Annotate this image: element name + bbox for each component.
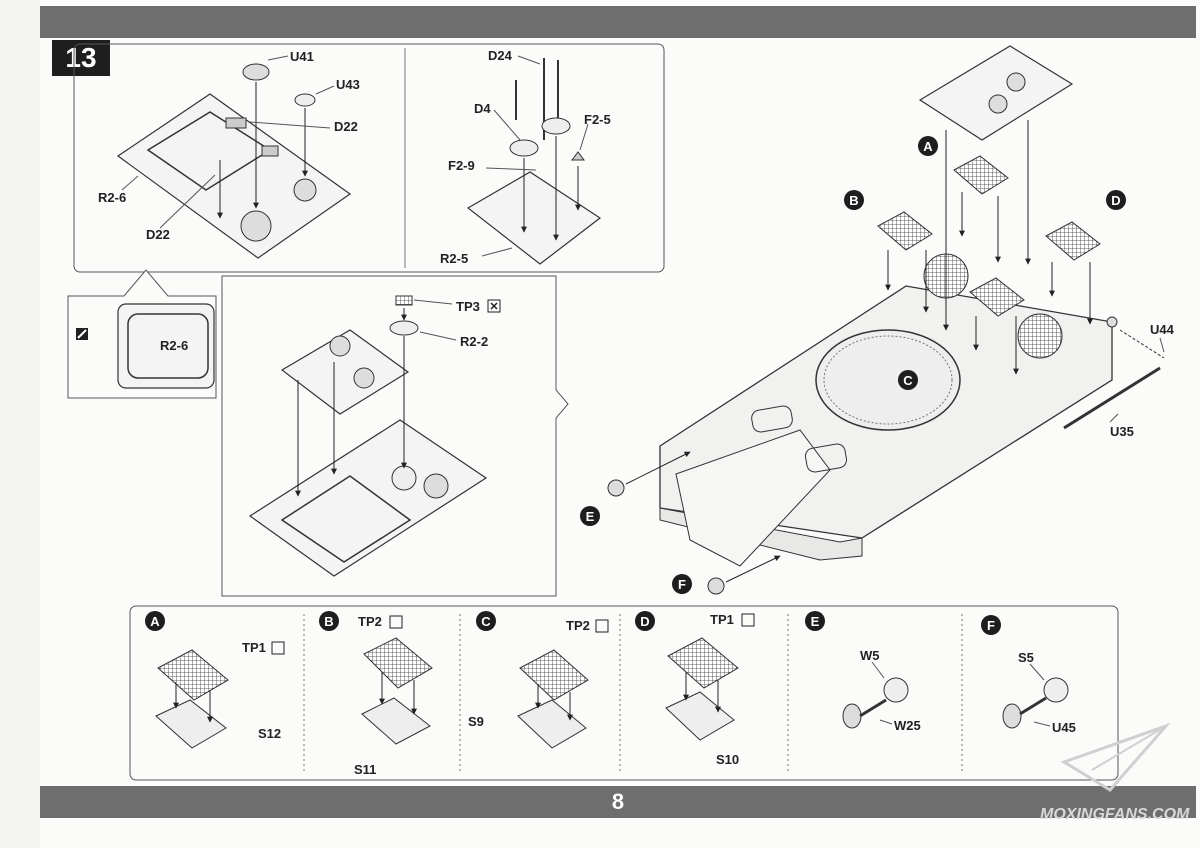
label-d24: D24 [488, 48, 513, 63]
detail-inset: R2-6 [67, 269, 217, 399]
top-header-bar [40, 6, 1196, 38]
mesh-tp1-d [667, 637, 739, 689]
label-s9: S9 [468, 714, 484, 729]
svg-text:D: D [640, 614, 649, 629]
hatch-plate [466, 171, 602, 265]
turret-ring [815, 329, 961, 431]
part-u35 [1063, 366, 1161, 430]
label-u45: U45 [1052, 720, 1076, 735]
watermark-text: MOXINGFANS.COM [1040, 806, 1190, 823]
label-u41: U41 [290, 49, 314, 64]
panel-top-mid: D24 D4 F2-5 F2-9 R2-5 [440, 48, 611, 266]
label-w25: W25 [894, 718, 921, 733]
label-r2-2: R2-2 [460, 334, 488, 349]
frame-s12 [155, 699, 227, 749]
sub-assembly-strip [129, 605, 1119, 781]
lower-hull-plate [248, 419, 488, 577]
label-tp3: TP3 [456, 299, 480, 314]
svg-text:E: E [811, 614, 820, 629]
part-u41 [242, 63, 270, 81]
engine-deck-top [918, 45, 1074, 141]
svg-text:C: C [903, 373, 913, 388]
part-f2-5 [571, 151, 585, 161]
sub-assembly-e: E W5 W25 [805, 611, 921, 733]
watermark-logo [1060, 722, 1171, 792]
upper-plate [280, 329, 410, 415]
mesh-tp2-b [363, 637, 433, 689]
part-w25 [842, 703, 862, 729]
label-u35: U35 [1110, 424, 1134, 439]
fan-right [1017, 313, 1063, 359]
svg-text:C: C [481, 614, 491, 629]
label-tp1-d: TP1 [710, 612, 734, 627]
callout-f: F [672, 574, 692, 594]
label-r2-6: R2-6 [98, 190, 126, 205]
part-s5 [1043, 677, 1069, 703]
inset-label-r2-6: R2-6 [160, 338, 188, 353]
label-u43: U43 [336, 77, 360, 92]
sub-assembly-a: A TP1 S12 [145, 611, 285, 749]
svg-text:D: D [1111, 193, 1120, 208]
label-w5: W5 [860, 648, 880, 663]
label-f2-9: F2-9 [448, 158, 475, 173]
label-s10: S10 [716, 752, 739, 767]
svg-text:F: F [678, 577, 686, 592]
svg-text:B: B [324, 614, 333, 629]
part-u45 [1002, 703, 1022, 729]
page-number: 8 [611, 789, 625, 814]
callout-e: E [580, 506, 600, 526]
label-u44: U44 [1150, 322, 1175, 337]
sub-assembly-d: D TP1 S10 [635, 611, 755, 767]
main-hull-assembly: U44 U35 A B C D E F [580, 45, 1175, 595]
callout-c: C [898, 370, 918, 390]
label-d22-a: D22 [334, 119, 358, 134]
sub-assembly-c: C TP2 S9 [468, 611, 609, 749]
label-tp2-b: TP2 [358, 614, 382, 629]
mesh-tp2-c [519, 649, 589, 701]
label-tp2-c: TP2 [566, 618, 590, 633]
label-d4: D4 [474, 101, 491, 116]
footer-bar: 8 [40, 786, 1196, 818]
svg-text:F: F [987, 618, 995, 633]
frame-s9 [517, 699, 587, 749]
part-u44 [1106, 316, 1165, 359]
frame-s11 [361, 697, 431, 745]
part-r2-2 [389, 320, 419, 336]
svg-text:E: E [586, 509, 595, 524]
engine-deck-plate-left [116, 93, 352, 259]
panel-top-left: U41 U43 D22 R2-6 D22 [73, 43, 665, 273]
label-f2-5: F2-5 [584, 112, 611, 127]
svg-text:B: B [849, 193, 858, 208]
grille-c [969, 277, 1025, 317]
label-d22-b: D22 [146, 227, 170, 242]
callout-d: D [1106, 190, 1126, 210]
panel-center: TP3 R2-2 [221, 275, 569, 597]
svg-text:A: A [150, 614, 160, 629]
label-s5: S5 [1018, 650, 1034, 665]
label-s12: S12 [258, 726, 281, 741]
part-w5 [883, 677, 909, 703]
callout-a: A [918, 136, 938, 156]
part-u43 [294, 93, 316, 107]
sub-assembly-f: F S5 U45 [981, 615, 1076, 735]
step-number: 13 [52, 40, 110, 76]
part-d4 [509, 139, 539, 157]
label-s11: S11 [354, 762, 376, 777]
mesh-tp1-a [157, 649, 229, 701]
grille-a [953, 155, 1009, 195]
grille-d [1045, 221, 1101, 261]
label-r2-5: R2-5 [440, 251, 468, 266]
label-tp1-a: TP1 [242, 640, 266, 655]
frame-s10 [665, 691, 735, 741]
callout-b: B [844, 190, 864, 210]
grille-b [877, 211, 933, 251]
sub-assembly-b: B TP2 S11 [319, 611, 433, 777]
svg-text:A: A [923, 139, 933, 154]
rear-plate [675, 429, 831, 567]
part-tp3 [395, 295, 413, 306]
